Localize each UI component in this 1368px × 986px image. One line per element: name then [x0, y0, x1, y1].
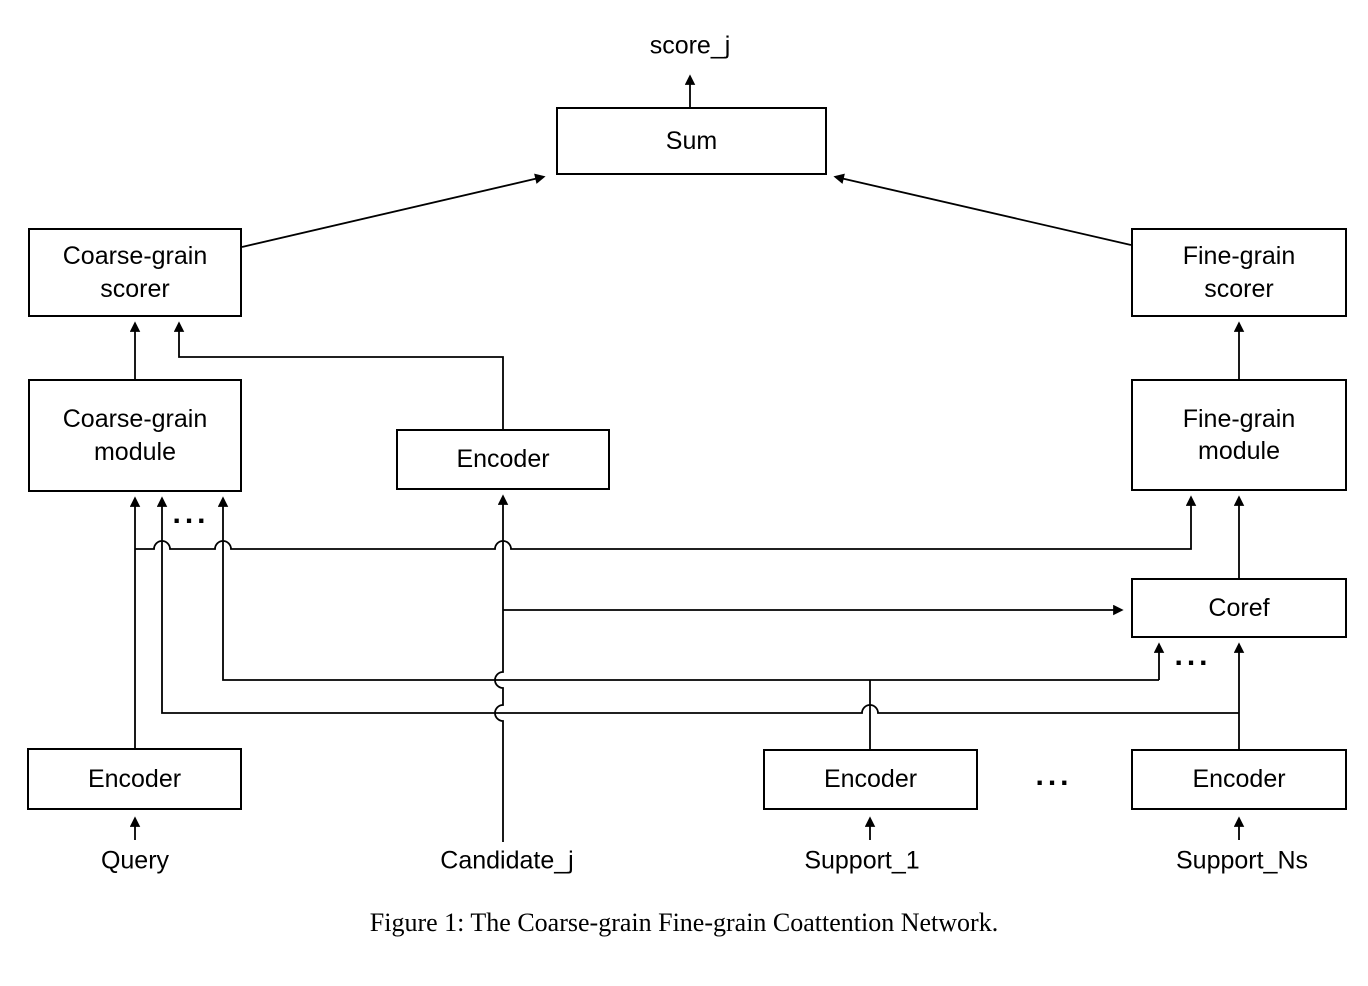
fine-grain-scorer-node: Fine-grain scorer: [1131, 228, 1347, 317]
coarse-grain-module-node: Coarse-grain module: [28, 379, 242, 492]
query-input-label: Query: [100, 846, 170, 875]
coarse-module-inputs-ellipsis: ...: [172, 497, 210, 530]
coref-node: Coref: [1131, 578, 1347, 638]
fine-grain-module-node: Fine-grain module: [1131, 379, 1347, 491]
query-encoder-node: Encoder: [27, 748, 242, 810]
candidate-input-label: Candidate_j: [440, 846, 574, 875]
support-encoders-ellipsis: ...: [1035, 759, 1073, 792]
support-ns-encoder-node: Encoder: [1131, 749, 1347, 810]
support-1-input-label: Support_1: [804, 846, 920, 875]
score-output-label: score_j: [649, 31, 731, 60]
support-ns-input-label: Support_Ns: [1175, 846, 1309, 875]
coref-inputs-ellipsis: ...: [1174, 639, 1212, 672]
support-1-encoder-node: Encoder: [763, 749, 978, 810]
candidate-encoder-node: Encoder: [396, 429, 610, 490]
coarse-grain-scorer-node: Coarse-grain scorer: [28, 228, 242, 317]
sum-node: Sum: [556, 107, 827, 175]
figure-caption: Figure 1: The Coarse-grain Fine-grain Co…: [369, 908, 999, 937]
